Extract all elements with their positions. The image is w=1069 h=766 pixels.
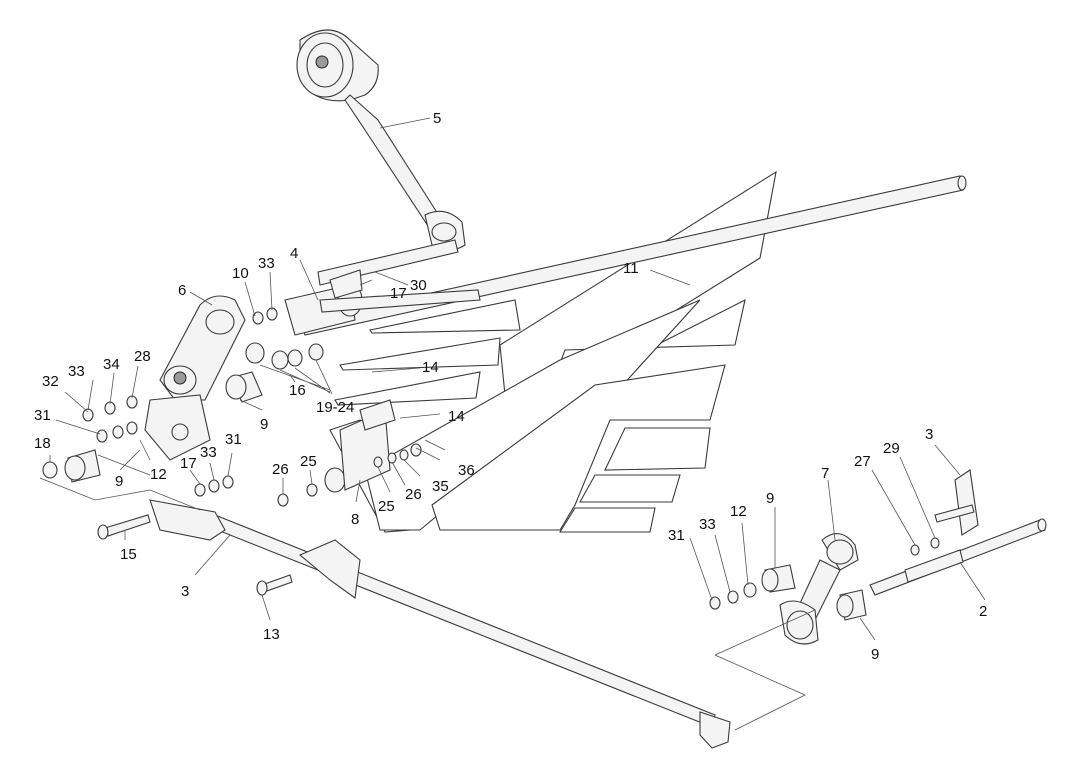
part-4-shaft bbox=[284, 239, 481, 336]
part-6-arm bbox=[144, 295, 246, 461]
callout-17: 17 bbox=[390, 285, 407, 302]
bolts-center bbox=[373, 439, 446, 468]
callout-9-right-lower: 9 bbox=[871, 646, 879, 663]
callout-3-right: 3 bbox=[925, 426, 933, 443]
callout-13: 13 bbox=[263, 626, 280, 643]
callout-6: 6 bbox=[178, 282, 186, 299]
callout-28: 28 bbox=[134, 348, 151, 365]
callout-5: 5 bbox=[433, 110, 441, 127]
callout-3-left: 3 bbox=[181, 583, 189, 600]
callout-18: 18 bbox=[34, 435, 51, 452]
callout-27: 27 bbox=[854, 453, 871, 470]
part-2-shaft bbox=[869, 518, 1047, 596]
callout-33-right: 33 bbox=[699, 516, 716, 533]
callout-33-left: 33 bbox=[68, 363, 85, 380]
washers-right bbox=[709, 537, 940, 621]
callout-labels: 5 11 4 10 33 30 17 6 14 14 33 34 28 32 1… bbox=[34, 110, 987, 663]
callout-9-right-upper: 9 bbox=[766, 490, 774, 507]
callout-34: 34 bbox=[103, 356, 120, 373]
callout-26-center: 26 bbox=[405, 486, 422, 503]
callout-14-lower: 14 bbox=[448, 408, 465, 425]
callout-19-24: 19-24 bbox=[316, 399, 354, 416]
callout-31-mid: 31 bbox=[225, 431, 242, 448]
part-3-bracket-right bbox=[934, 469, 979, 536]
callout-31-left: 31 bbox=[34, 407, 51, 424]
washers-left bbox=[42, 307, 346, 507]
callout-11: 11 bbox=[623, 260, 639, 277]
part-5-mount bbox=[296, 29, 466, 251]
callout-36: 36 bbox=[458, 462, 475, 479]
callout-32: 32 bbox=[42, 373, 59, 390]
callout-4: 4 bbox=[290, 245, 298, 262]
callout-9-left: 9 bbox=[115, 473, 123, 490]
callout-7: 7 bbox=[821, 465, 829, 482]
callout-25-left: 25 bbox=[300, 453, 317, 470]
watermark-logo bbox=[329, 170, 777, 533]
leader-lines bbox=[39, 117, 986, 731]
part-15-bolt bbox=[97, 499, 226, 541]
callout-31-right: 31 bbox=[668, 527, 685, 544]
callout-30: 30 bbox=[410, 277, 427, 294]
callout-33: 33 bbox=[258, 255, 275, 272]
callout-10: 10 bbox=[232, 265, 249, 282]
callout-17-left: 17 bbox=[180, 455, 197, 472]
callout-33-mid: 33 bbox=[200, 444, 217, 461]
callout-25-center: 25 bbox=[378, 498, 395, 515]
part-8-bracket bbox=[339, 399, 396, 491]
part-7-rod bbox=[779, 533, 859, 645]
callout-12-right: 12 bbox=[730, 503, 747, 520]
callout-2: 2 bbox=[979, 603, 987, 620]
callout-26-left: 26 bbox=[272, 461, 289, 478]
callout-8: 8 bbox=[351, 511, 359, 528]
callout-16: 16 bbox=[289, 382, 306, 399]
callout-29: 29 bbox=[883, 440, 900, 457]
callout-12-left: 12 bbox=[150, 466, 167, 483]
bar-3 bbox=[209, 514, 731, 749]
callout-9-upper: 9 bbox=[260, 416, 268, 433]
callout-14-upper: 14 bbox=[422, 359, 439, 376]
part-13-bolt bbox=[256, 539, 361, 599]
callout-15: 15 bbox=[120, 546, 137, 563]
callout-35: 35 bbox=[432, 478, 449, 495]
